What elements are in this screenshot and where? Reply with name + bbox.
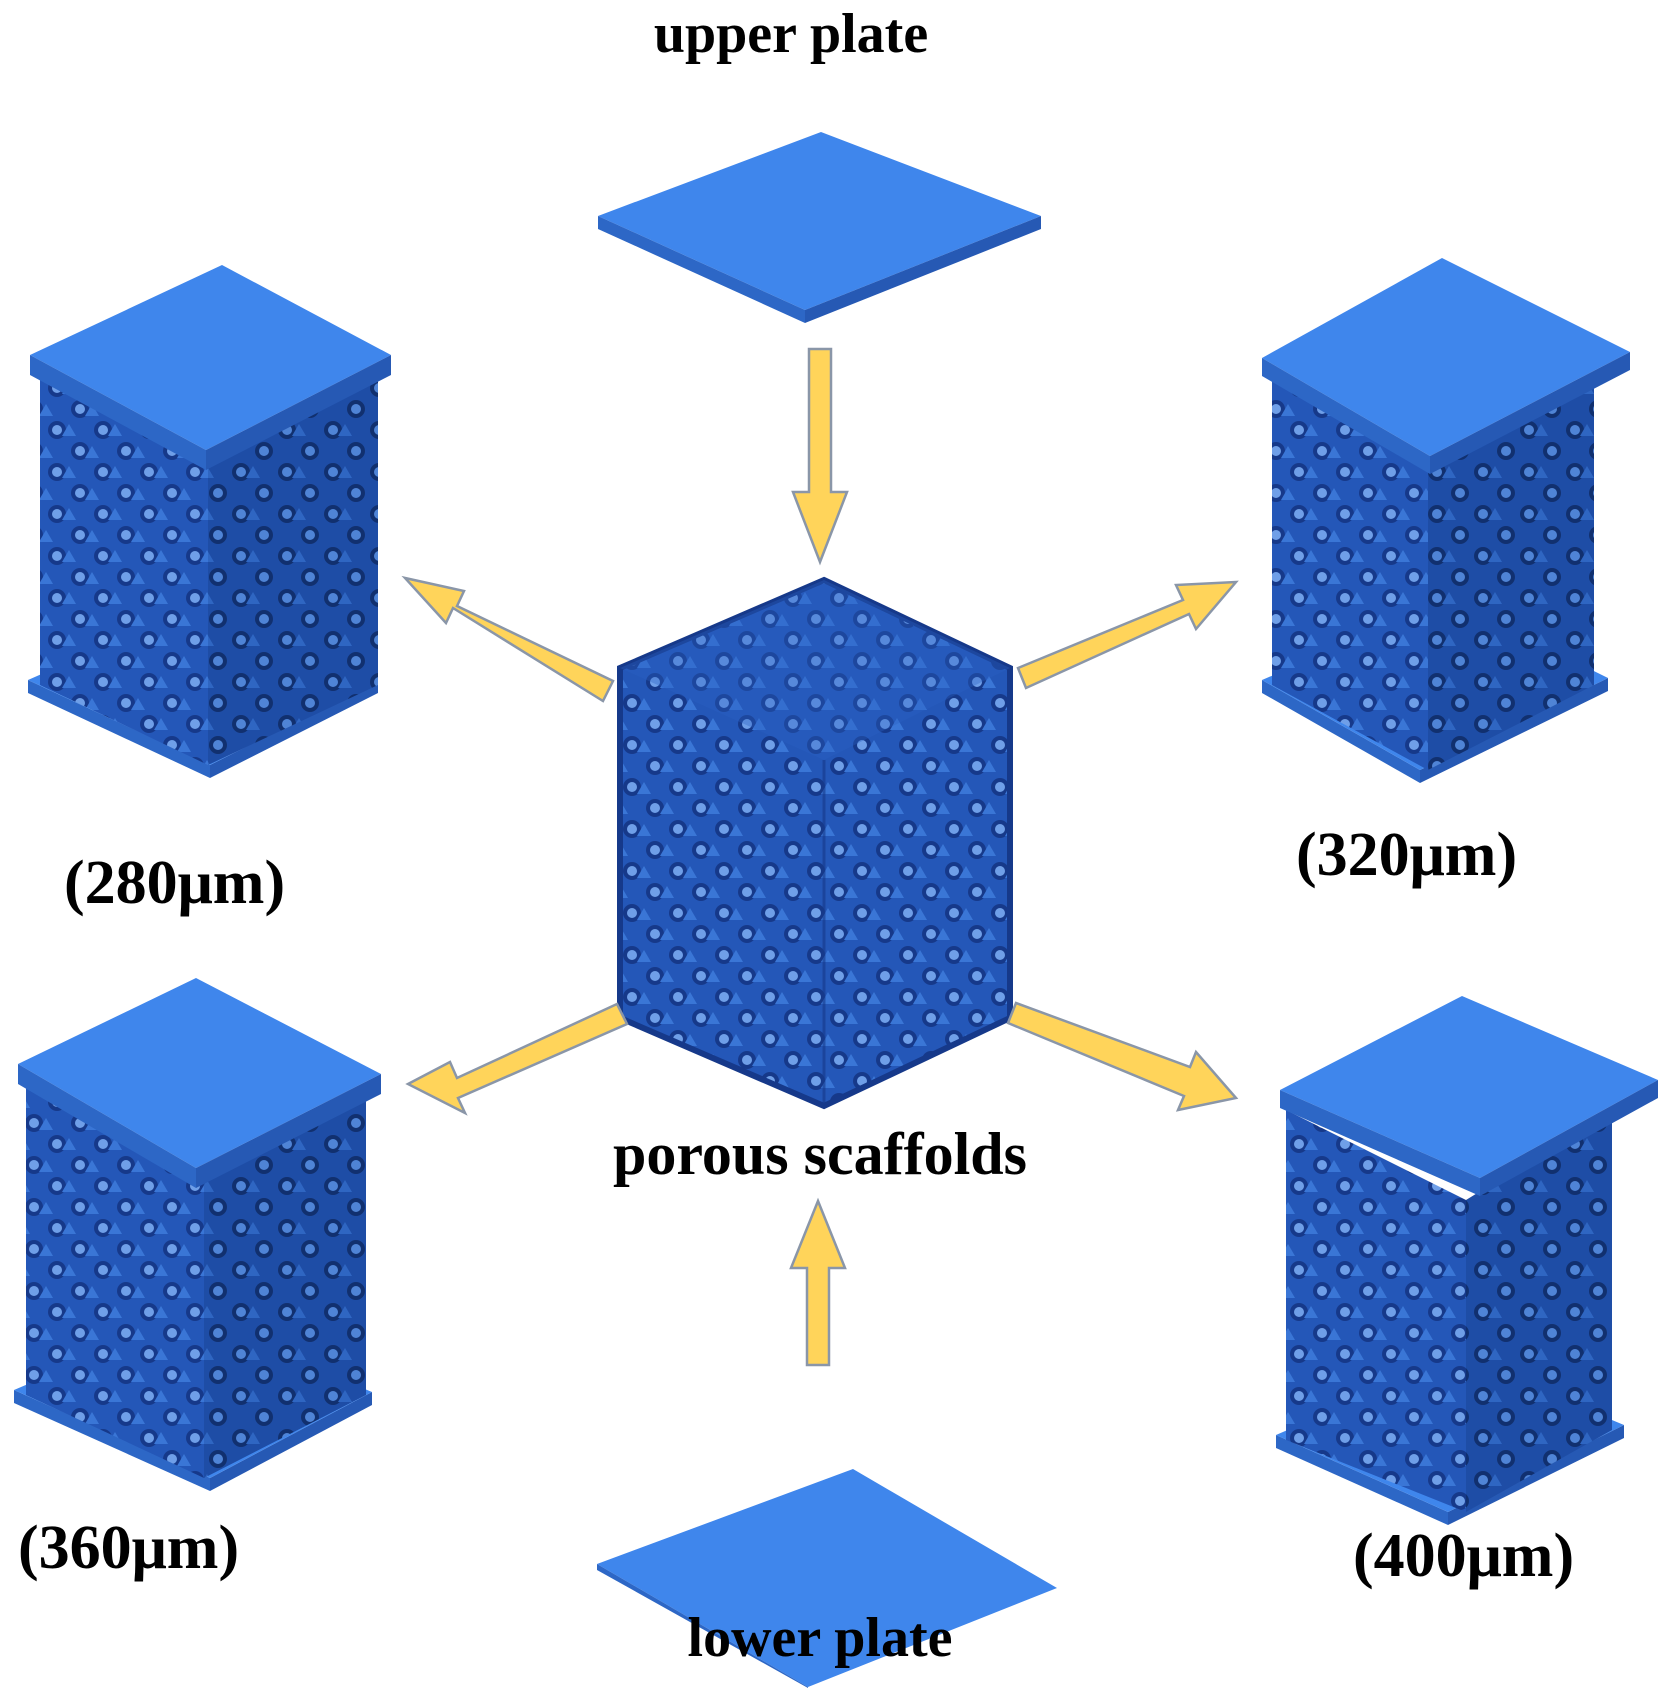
scaffold-400 [1276, 996, 1658, 1525]
scaffold-360-label: (360μm) [18, 1514, 240, 1582]
scaffold-400-label: (400μm) [1353, 1522, 1575, 1590]
arrow-to-scaffold-320 [1016, 580, 1239, 690]
arrow-up-from-lower-plate [789, 1197, 847, 1367]
scaffold-360 [14, 978, 381, 1491]
upper-plate-label: upper plate [653, 3, 929, 65]
upper-plate [598, 132, 1041, 323]
arrow-to-scaffold-360 [405, 1002, 629, 1116]
lower-plate [597, 1469, 1057, 1688]
scaffold-320-label: (320μm) [1296, 821, 1518, 889]
scaffold-320 [1262, 258, 1630, 783]
central-porous-scaffold [617, 576, 1013, 1110]
porous-scaffolds-label: porous scaffolds [613, 1121, 1027, 1187]
arrow-to-scaffold-400 [1006, 1001, 1239, 1112]
scaffold-280-label: (280μm) [64, 849, 286, 917]
lower-plate-label: lower plate [687, 1607, 953, 1669]
arrow-down-from-upper-plate [791, 347, 849, 566]
arrow-to-scaffold-280 [401, 575, 615, 703]
scaffold-280 [28, 265, 391, 778]
